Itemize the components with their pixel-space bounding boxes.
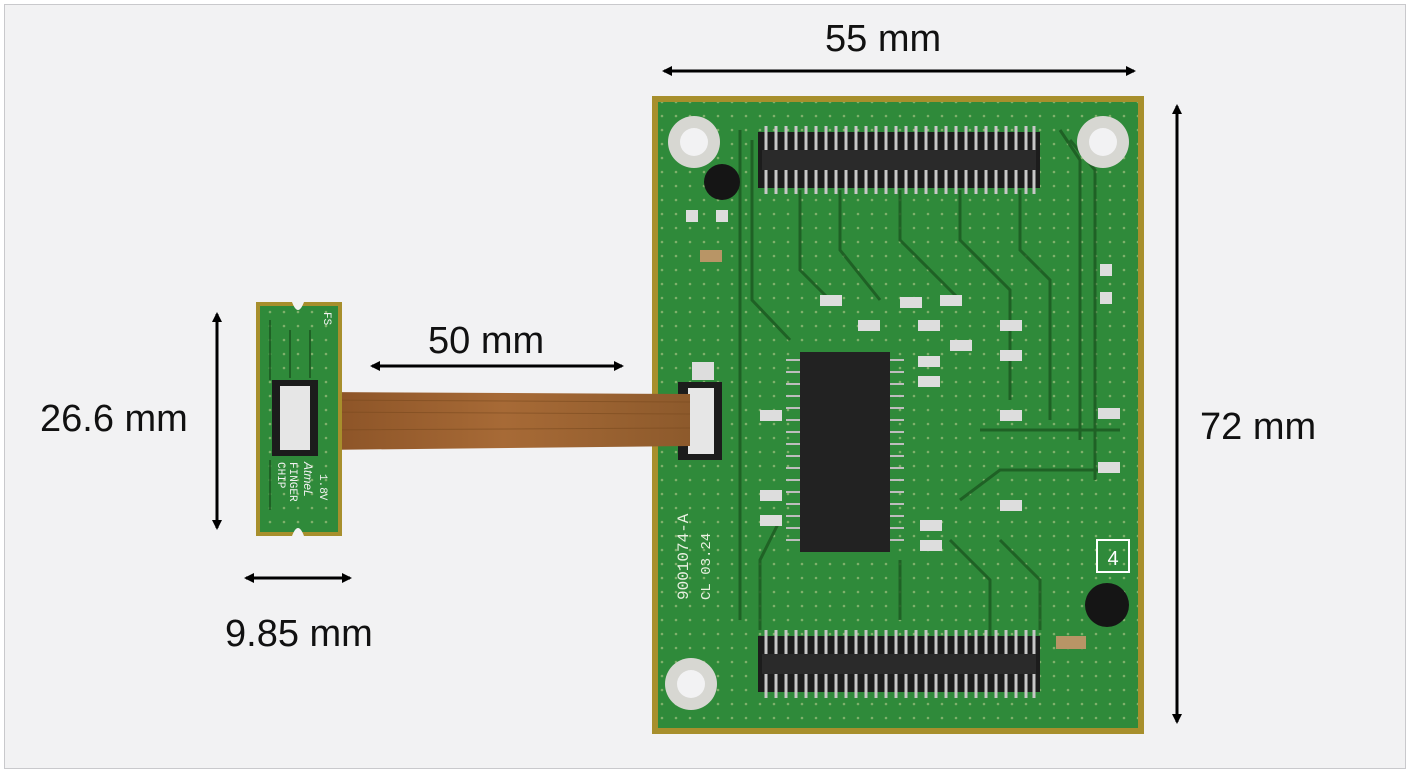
- svg-text:FS: FS: [320, 312, 332, 326]
- svg-text:CL 03.24: CL 03.24: [699, 533, 715, 600]
- board-height-label: 72 mm: [1200, 406, 1317, 448]
- dimension-arrows: [212, 66, 1182, 724]
- bottom-board-connector: [758, 630, 1040, 698]
- svg-text:CHIP: CHIP: [274, 462, 286, 489]
- cable-length-label: 50 mm: [428, 320, 545, 362]
- part-number-silkscreen: 9001074-A CL 03.24: [675, 513, 715, 600]
- sensor-silkscreen: AtmeL FINGER CHIP 1.8V: [274, 461, 328, 502]
- main-board: 4 9001074-A CL 03.24: [652, 96, 1144, 734]
- board-marker-text: 4: [1107, 548, 1118, 570]
- fiducial-mark: [704, 164, 740, 200]
- board-width-label: 55 mm: [825, 18, 942, 60]
- svg-text:9001074-A: 9001074-A: [675, 513, 693, 600]
- smd-components: [686, 210, 1120, 649]
- flex-cable: [317, 392, 691, 450]
- sensor-board: AtmeL FINGER CHIP 1.8V FS: [256, 302, 342, 536]
- sensor-height-label: 26.6 mm: [40, 398, 188, 440]
- svg-text:FINGER: FINGER: [286, 462, 298, 502]
- fiducial-mark: [1085, 583, 1129, 627]
- svg-text:1.8V: 1.8V: [316, 474, 328, 501]
- sensor-width-label: 9.85 mm: [225, 613, 373, 655]
- svg-text:AtmeL: AtmeL: [301, 461, 315, 497]
- main-ic-chip: [786, 352, 904, 552]
- sensor-flex-connector: [272, 380, 318, 456]
- top-board-connector: [758, 126, 1040, 194]
- sensor-code-silkscreen: FS: [320, 312, 332, 326]
- mounting-holes: [665, 116, 1129, 710]
